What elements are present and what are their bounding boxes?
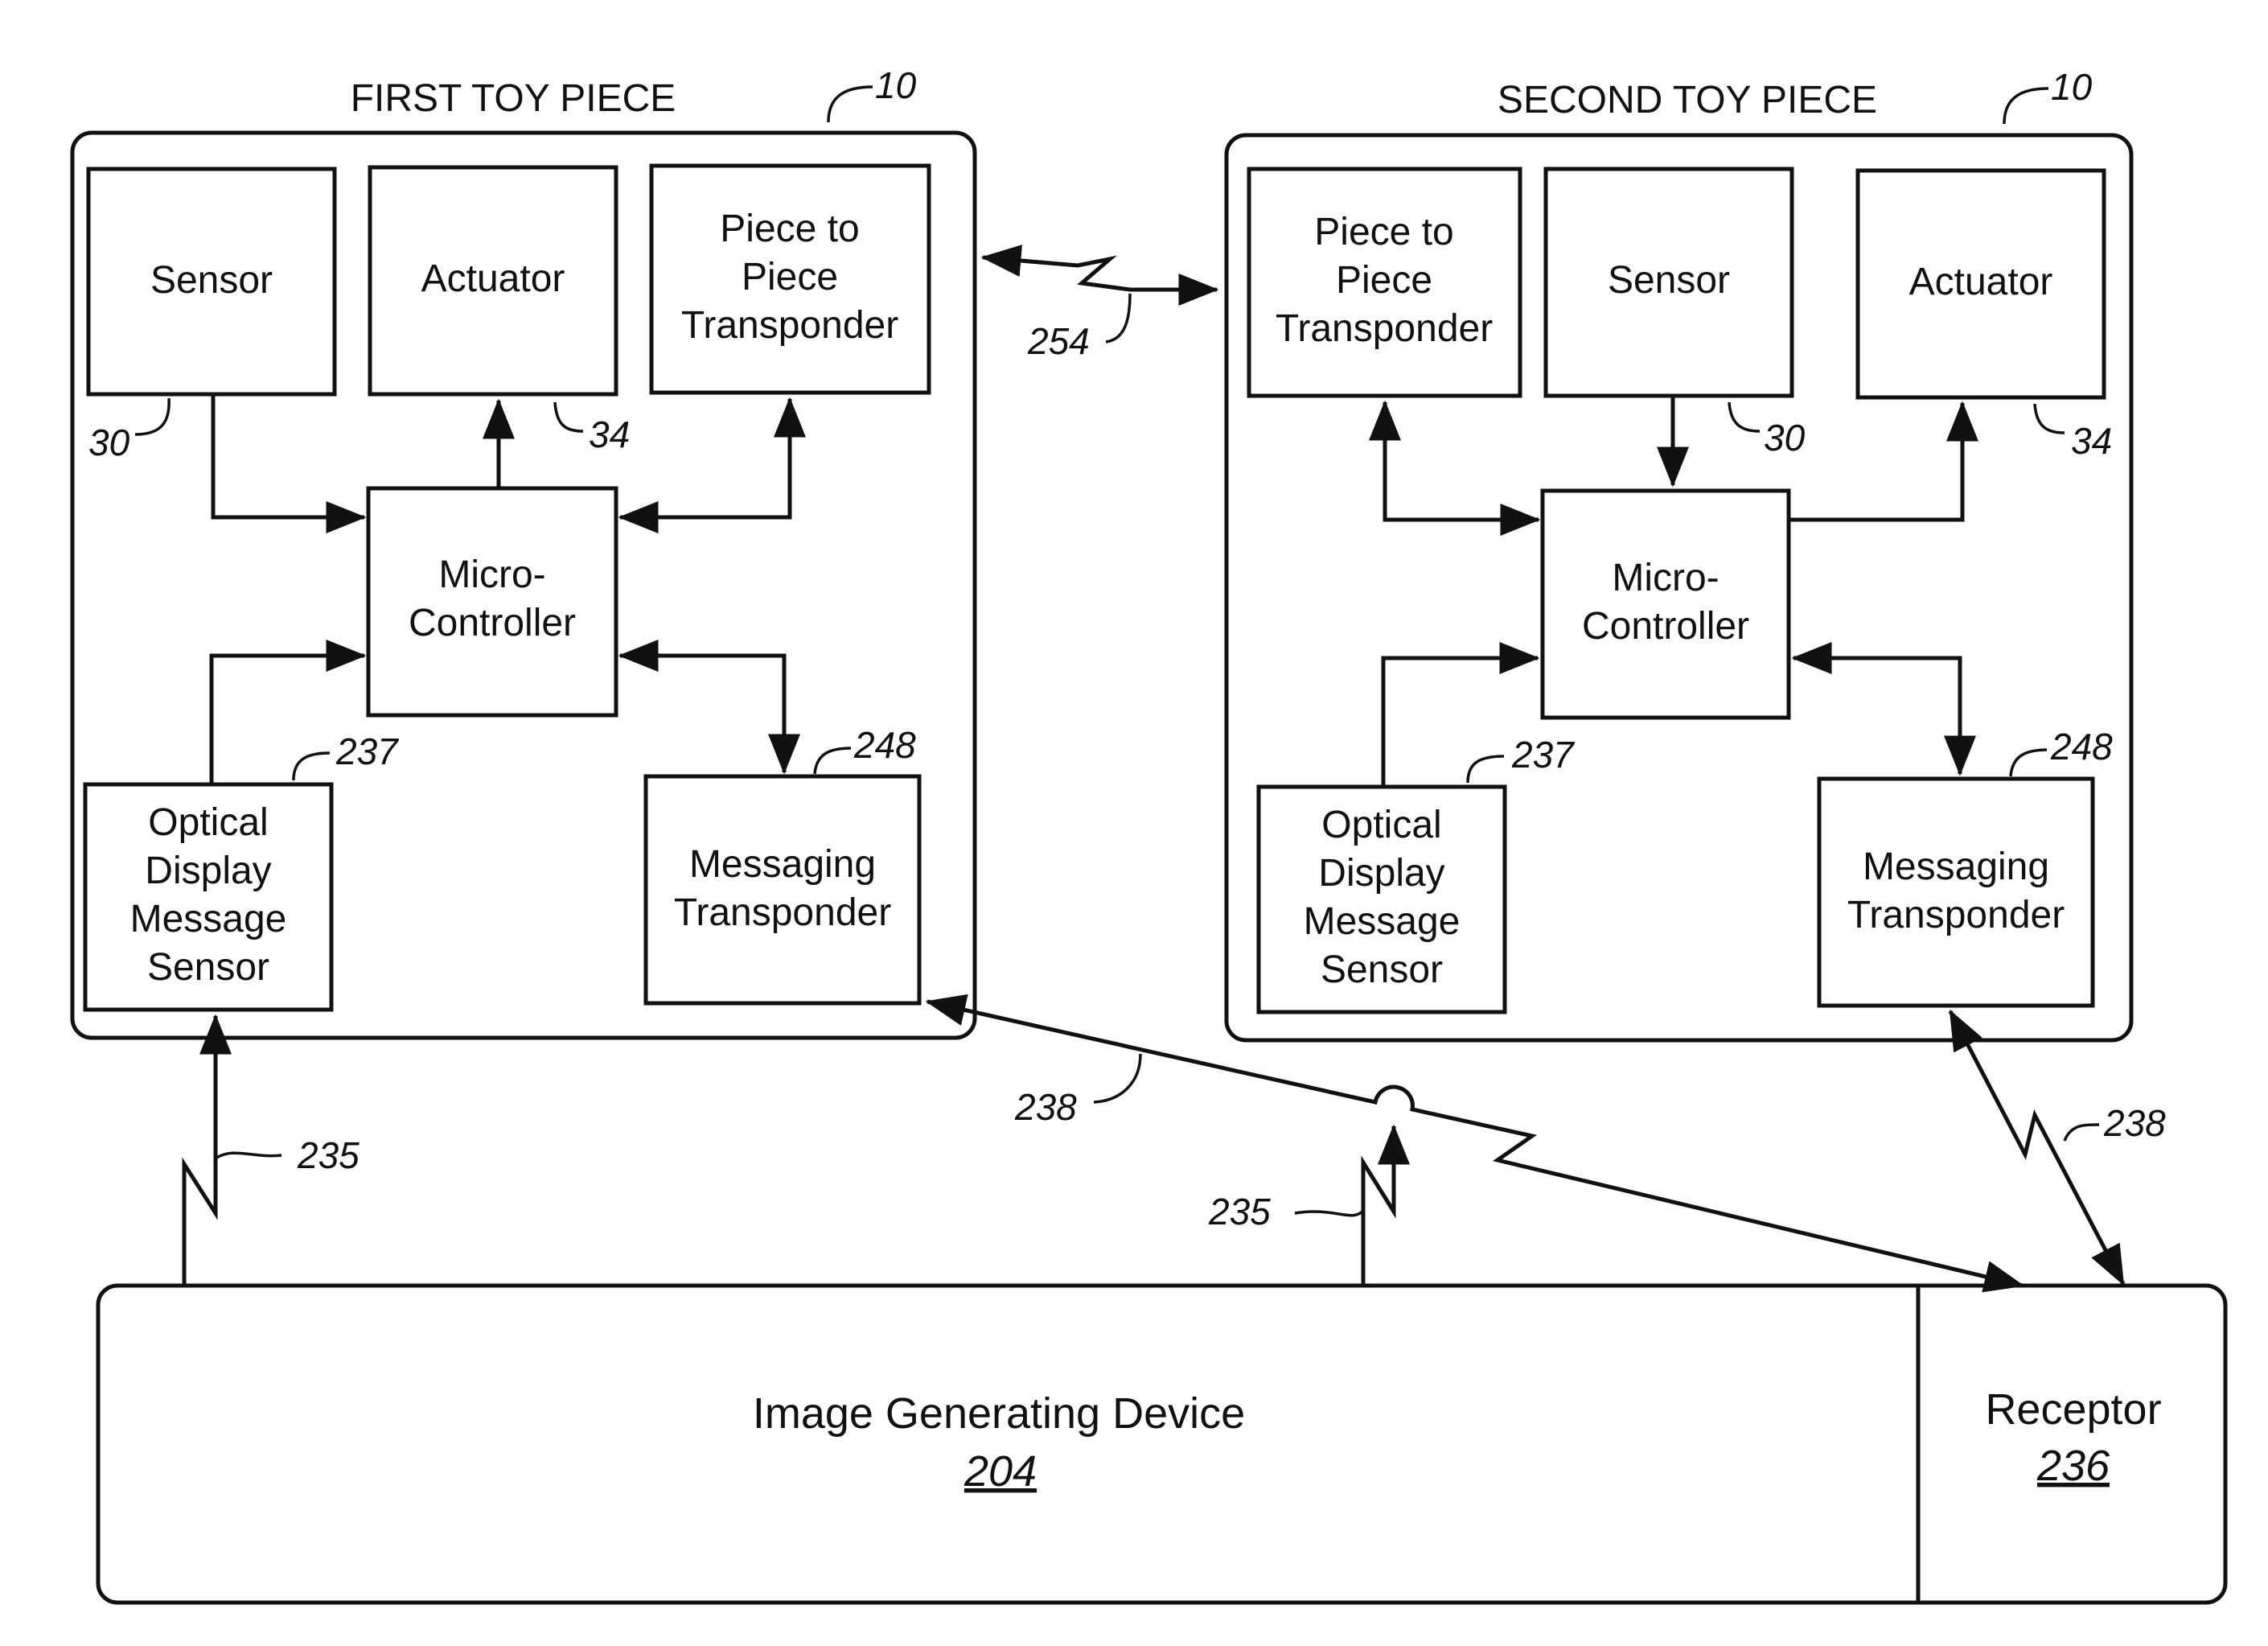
second-messaging-link [1950,1011,2123,1284]
second-optical-link-ref-leader [1295,1211,1363,1216]
second-piece-ref: 10 [2051,66,2093,108]
first-toy-piece-title: FIRST TOY PIECE [351,77,676,120]
first-messaging-box [646,776,919,1003]
second-p2p-line3: Transponder [1276,307,1493,350]
first-optical-ref-leader [294,753,330,780]
first-actuator-label: Actuator [421,257,565,300]
piece-link-ref: 254 [1027,320,1090,362]
second-optical-link-ref: 235 [1208,1191,1271,1232]
first-sensor-label: Sensor [150,259,273,302]
image-generating-device: Image Generating Device 204 Receptor 236 [98,1286,2225,1603]
device-ref: 204 [963,1447,1037,1496]
second-mcu-box [1543,491,1789,718]
first-optical-link-ref: 235 [297,1134,360,1176]
second-messaging-line1: Messaging [1863,846,2049,888]
second-mcu-line1: Micro- [1612,557,1719,599]
wireless-links: 254 235 235 238 238 [184,257,2166,1286]
second-optical-line4: Sensor [1321,949,1443,991]
first-sensor-ref-leader [135,398,169,434]
second-actuator-ref-leader [2035,404,2065,433]
first-optical-line2: Display [145,850,271,892]
first-piece-ref-leader [828,87,873,122]
second-toy-piece-title: SECOND TOY PIECE [1498,79,1877,121]
second-sensor-ref: 30 [1764,417,1806,459]
first-messaging-link-ref-leader [1094,1054,1140,1102]
first-optical-ref: 237 [335,730,399,772]
first-p2p-line3: Transponder [681,304,898,347]
first-mcu-line1: Micro- [438,553,545,596]
first-actuator-ref-leader [555,402,583,431]
first-optical-line4: Sensor [147,946,269,989]
second-sensor-ref-leader [1729,402,1760,431]
second-optical-ref-leader [1468,756,1504,783]
second-p2p-line2: Piece [1336,259,1432,302]
first-messaging-ref-leader [815,748,851,774]
receptor-label: Receptor [1985,1385,2161,1434]
second-piece-ref-leader [2004,88,2048,124]
second-optical-ref: 237 [1511,734,1575,776]
first-messaging-link-ref: 238 [1014,1086,1077,1128]
first-optical-link-ref-leader [216,1153,281,1158]
first-sensor-ref: 30 [88,422,130,463]
first-mcu-messaging-arrow [620,656,784,772]
first-piece-ref: 10 [875,64,917,106]
second-mcu-to-actuator-arrow [1789,403,1962,520]
second-sensor-label: Sensor [1608,259,1730,302]
second-messaging-link-ref-leader [2065,1125,2099,1141]
second-mcu-line2: Controller [1582,605,1749,648]
second-optical-line3: Message [1304,900,1461,943]
second-optical-line2: Display [1318,852,1444,895]
second-messaging-ref: 248 [2050,726,2113,767]
first-optical-line3: Message [130,898,287,940]
second-mcu-p2p-arrow [1385,402,1539,520]
second-p2p-line1: Piece to [1314,211,1453,253]
first-mcu-line2: Controller [409,602,576,644]
second-optical-line1: Optical [1321,804,1441,846]
second-toy-piece: SECOND TOY PIECE 10 Piece to Piece Trans… [1226,66,2131,1040]
first-p2p-line1: Piece to [720,208,859,250]
second-mcu-messaging-arrow [1793,658,1960,774]
first-optical-line1: Optical [148,801,268,844]
receptor-ref: 236 [2036,1442,2110,1490]
piece-to-piece-link [983,257,1217,290]
first-messaging-ref: 248 [853,724,916,766]
second-messaging-box [1819,779,2093,1006]
second-actuator-ref: 34 [2071,420,2112,462]
second-messaging-link-ref: 238 [2103,1102,2166,1144]
first-toy-piece: FIRST TOY PIECE 10 Sensor 30 Actuator 34… [72,64,975,1038]
first-messaging-line2: Transponder [674,891,891,934]
first-sensor-to-mcu-arrow [213,394,364,517]
second-actuator-label: Actuator [1909,261,2053,303]
first-messaging-link [927,1002,2023,1286]
second-messaging-line2: Transponder [1847,894,2065,936]
first-p2p-line2: Piece [742,256,838,298]
first-mcu-p2p-arrow [620,399,790,517]
device-frame [98,1286,2225,1603]
second-messaging-ref-leader [2011,750,2047,776]
first-messaging-line1: Messaging [689,843,876,886]
second-optical-link [1363,1126,1394,1286]
device-label: Image Generating Device [753,1389,1245,1438]
first-optical-link [184,1016,216,1286]
first-actuator-ref: 34 [589,414,630,455]
piece-link-ref-leader [1106,294,1130,342]
